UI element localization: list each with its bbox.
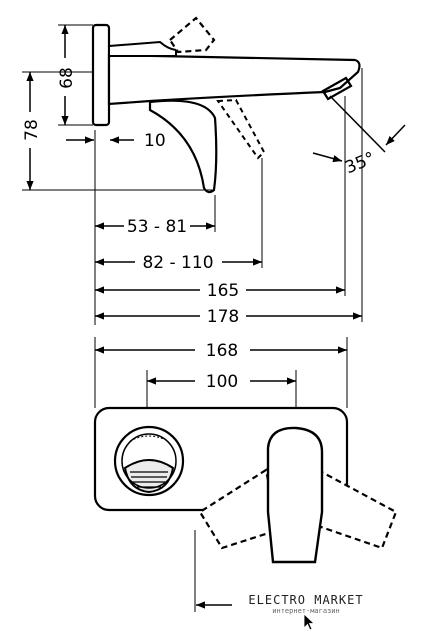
label-78: 78 <box>22 119 42 141</box>
dim-angle-line <box>312 95 406 163</box>
handle-grip-lines <box>130 471 168 488</box>
label-82-110: 82 - 110 <box>142 253 213 273</box>
label-168: 168 <box>206 341 238 361</box>
side-view <box>22 16 406 325</box>
lever-cap <box>108 40 177 57</box>
lever-tilted <box>216 98 266 160</box>
handle-inner <box>121 433 177 489</box>
wall-plate <box>91 23 111 127</box>
cursor-icon <box>303 613 316 631</box>
label-68: 68 <box>57 67 77 89</box>
label-165: 165 <box>207 281 239 301</box>
spout <box>107 53 361 106</box>
label-178: 178 <box>207 307 239 327</box>
watermark: ELECTRO MARKET интернет-магазин <box>232 586 382 631</box>
label-angle: 35° <box>342 148 377 178</box>
watermark-brand: ELECTRO MARKET <box>248 593 363 607</box>
handle-tick <box>129 435 169 442</box>
label-53-81: 53 - 81 <box>127 217 187 237</box>
aerator <box>321 76 353 101</box>
lever-left-dashed <box>198 468 280 550</box>
label-10: 10 <box>144 131 166 151</box>
top-view-labels: 168 100 <box>206 341 238 392</box>
watermark-tagline: интернет-магазин <box>272 607 339 615</box>
lever-top <box>266 426 324 564</box>
label-100: 100 <box>206 372 238 392</box>
handle-grip <box>123 459 175 494</box>
lever-raised <box>168 16 216 54</box>
top-view <box>93 337 398 612</box>
lever-right-dashed <box>316 468 398 550</box>
watermark-bg <box>232 586 382 622</box>
